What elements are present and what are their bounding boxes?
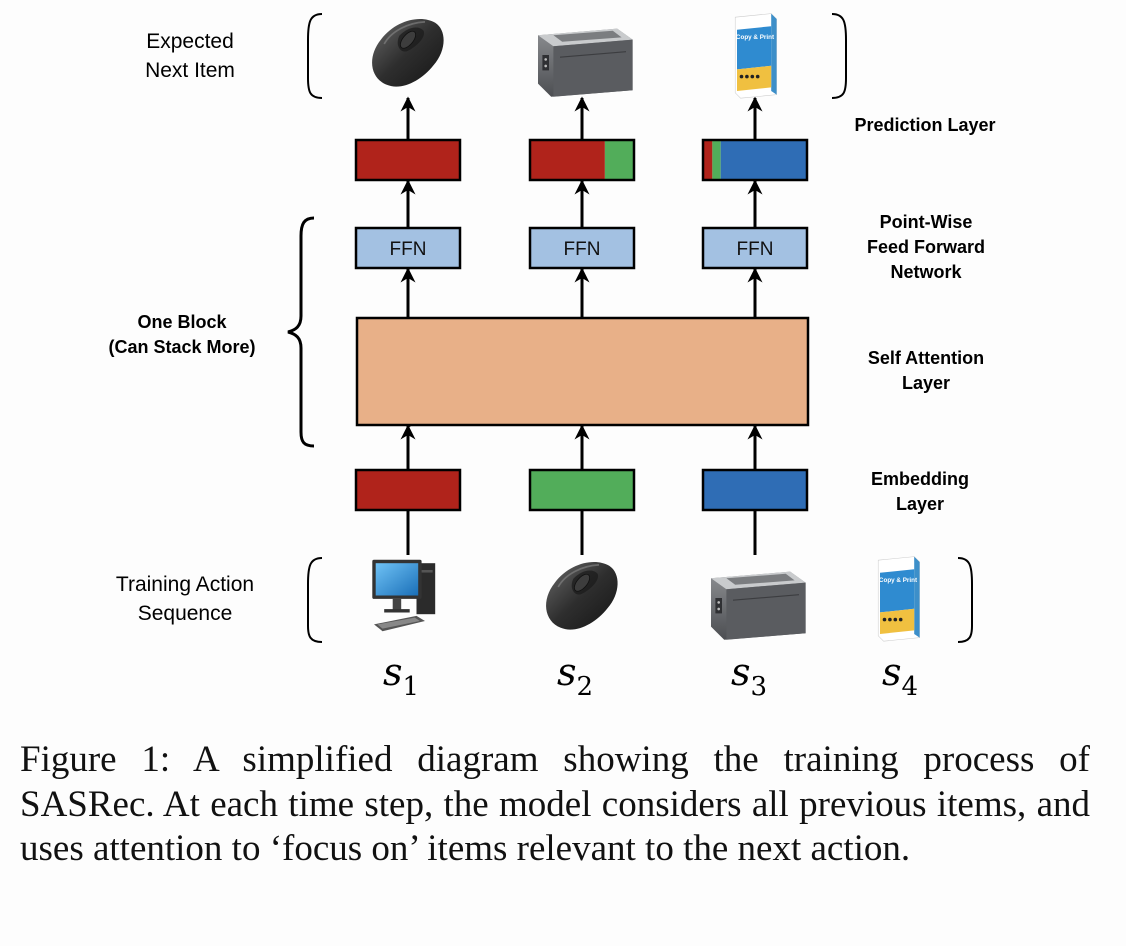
label-line: Point-Wise [879, 212, 973, 232]
printer-icon [537, 28, 634, 98]
symbol: s [882, 650, 902, 694]
label-line: Layer [895, 494, 945, 514]
subscript: 2 [576, 672, 594, 702]
embedding-layer-label: Embedding Layer [820, 467, 1020, 517]
prediction-box [701, 138, 809, 182]
ffn-box [354, 226, 462, 270]
sequence-label-s3: s3 [731, 650, 767, 702]
symbol: s [557, 650, 577, 694]
left-bracket-bottom [307, 557, 323, 643]
training-action-sequence-label: Training Action Sequence [80, 570, 290, 628]
left-bracket-top [307, 13, 323, 99]
sequence-label-s2: s2 [557, 650, 593, 702]
prediction-segment [530, 140, 605, 180]
prediction-box [354, 138, 462, 182]
mouse-icon [545, 561, 619, 631]
ffn-box-label: FFN [390, 239, 427, 260]
ffn-box-label: FFN [737, 239, 774, 260]
embedding-box [528, 468, 636, 512]
ffn-box-label: FFN [564, 239, 601, 260]
prediction-segment [703, 140, 713, 180]
label-line: Network [890, 262, 962, 282]
prediction-layer-label: Prediction Layer [825, 113, 1025, 138]
paper-ream-icon [734, 13, 778, 99]
sequence-label-s4: s4 [882, 650, 918, 702]
prediction-segment [356, 140, 460, 180]
label-line: Expected [146, 30, 234, 53]
label-line: Next Item [145, 59, 235, 82]
label-line: Self Attention [867, 348, 985, 368]
ffn-box [528, 226, 636, 270]
expected-next-item-label: Expected Next Item [100, 27, 280, 85]
prediction-segment [720, 140, 807, 180]
label-line: Prediction Layer [854, 115, 996, 135]
printer-icon [710, 571, 807, 641]
label-line: (Can Stack More) [108, 337, 256, 357]
prediction-segment [712, 140, 721, 180]
self-attention-block [355, 316, 810, 427]
label-line: One Block [137, 312, 227, 332]
ffn-layer-label: Point-Wise Feed Forward Network [826, 210, 1026, 285]
mouse-icon [371, 18, 445, 88]
label-line: Embedding [871, 469, 969, 489]
prediction-box [528, 138, 636, 182]
embedding-box [354, 468, 462, 512]
label-line: Layer [901, 373, 951, 393]
block-curly-brace [287, 216, 315, 448]
ffn-box [701, 226, 809, 270]
paper-ream-icon [877, 556, 921, 642]
desktop-computer-icon [372, 559, 436, 632]
subscript: 1 [402, 672, 420, 702]
label-line: Feed Forward [866, 237, 986, 257]
self-attention-layer-label: Self Attention Layer [826, 346, 1026, 396]
symbol: s [731, 650, 751, 694]
figure-caption: Figure 1: A simplified diagram showing t… [20, 739, 1090, 869]
symbol: s [383, 650, 403, 694]
prediction-segment [604, 140, 634, 180]
one-block-label: One Block (Can Stack More) [82, 310, 282, 360]
right-bracket-bottom [957, 557, 973, 643]
subscript: 3 [750, 672, 768, 702]
label-line: Sequence [137, 602, 233, 625]
sequence-label-s1: s1 [383, 650, 419, 702]
embedding-box [701, 468, 809, 512]
subscript: 4 [901, 672, 919, 702]
label-line: Training Action [115, 573, 255, 596]
right-bracket-top [831, 13, 847, 99]
